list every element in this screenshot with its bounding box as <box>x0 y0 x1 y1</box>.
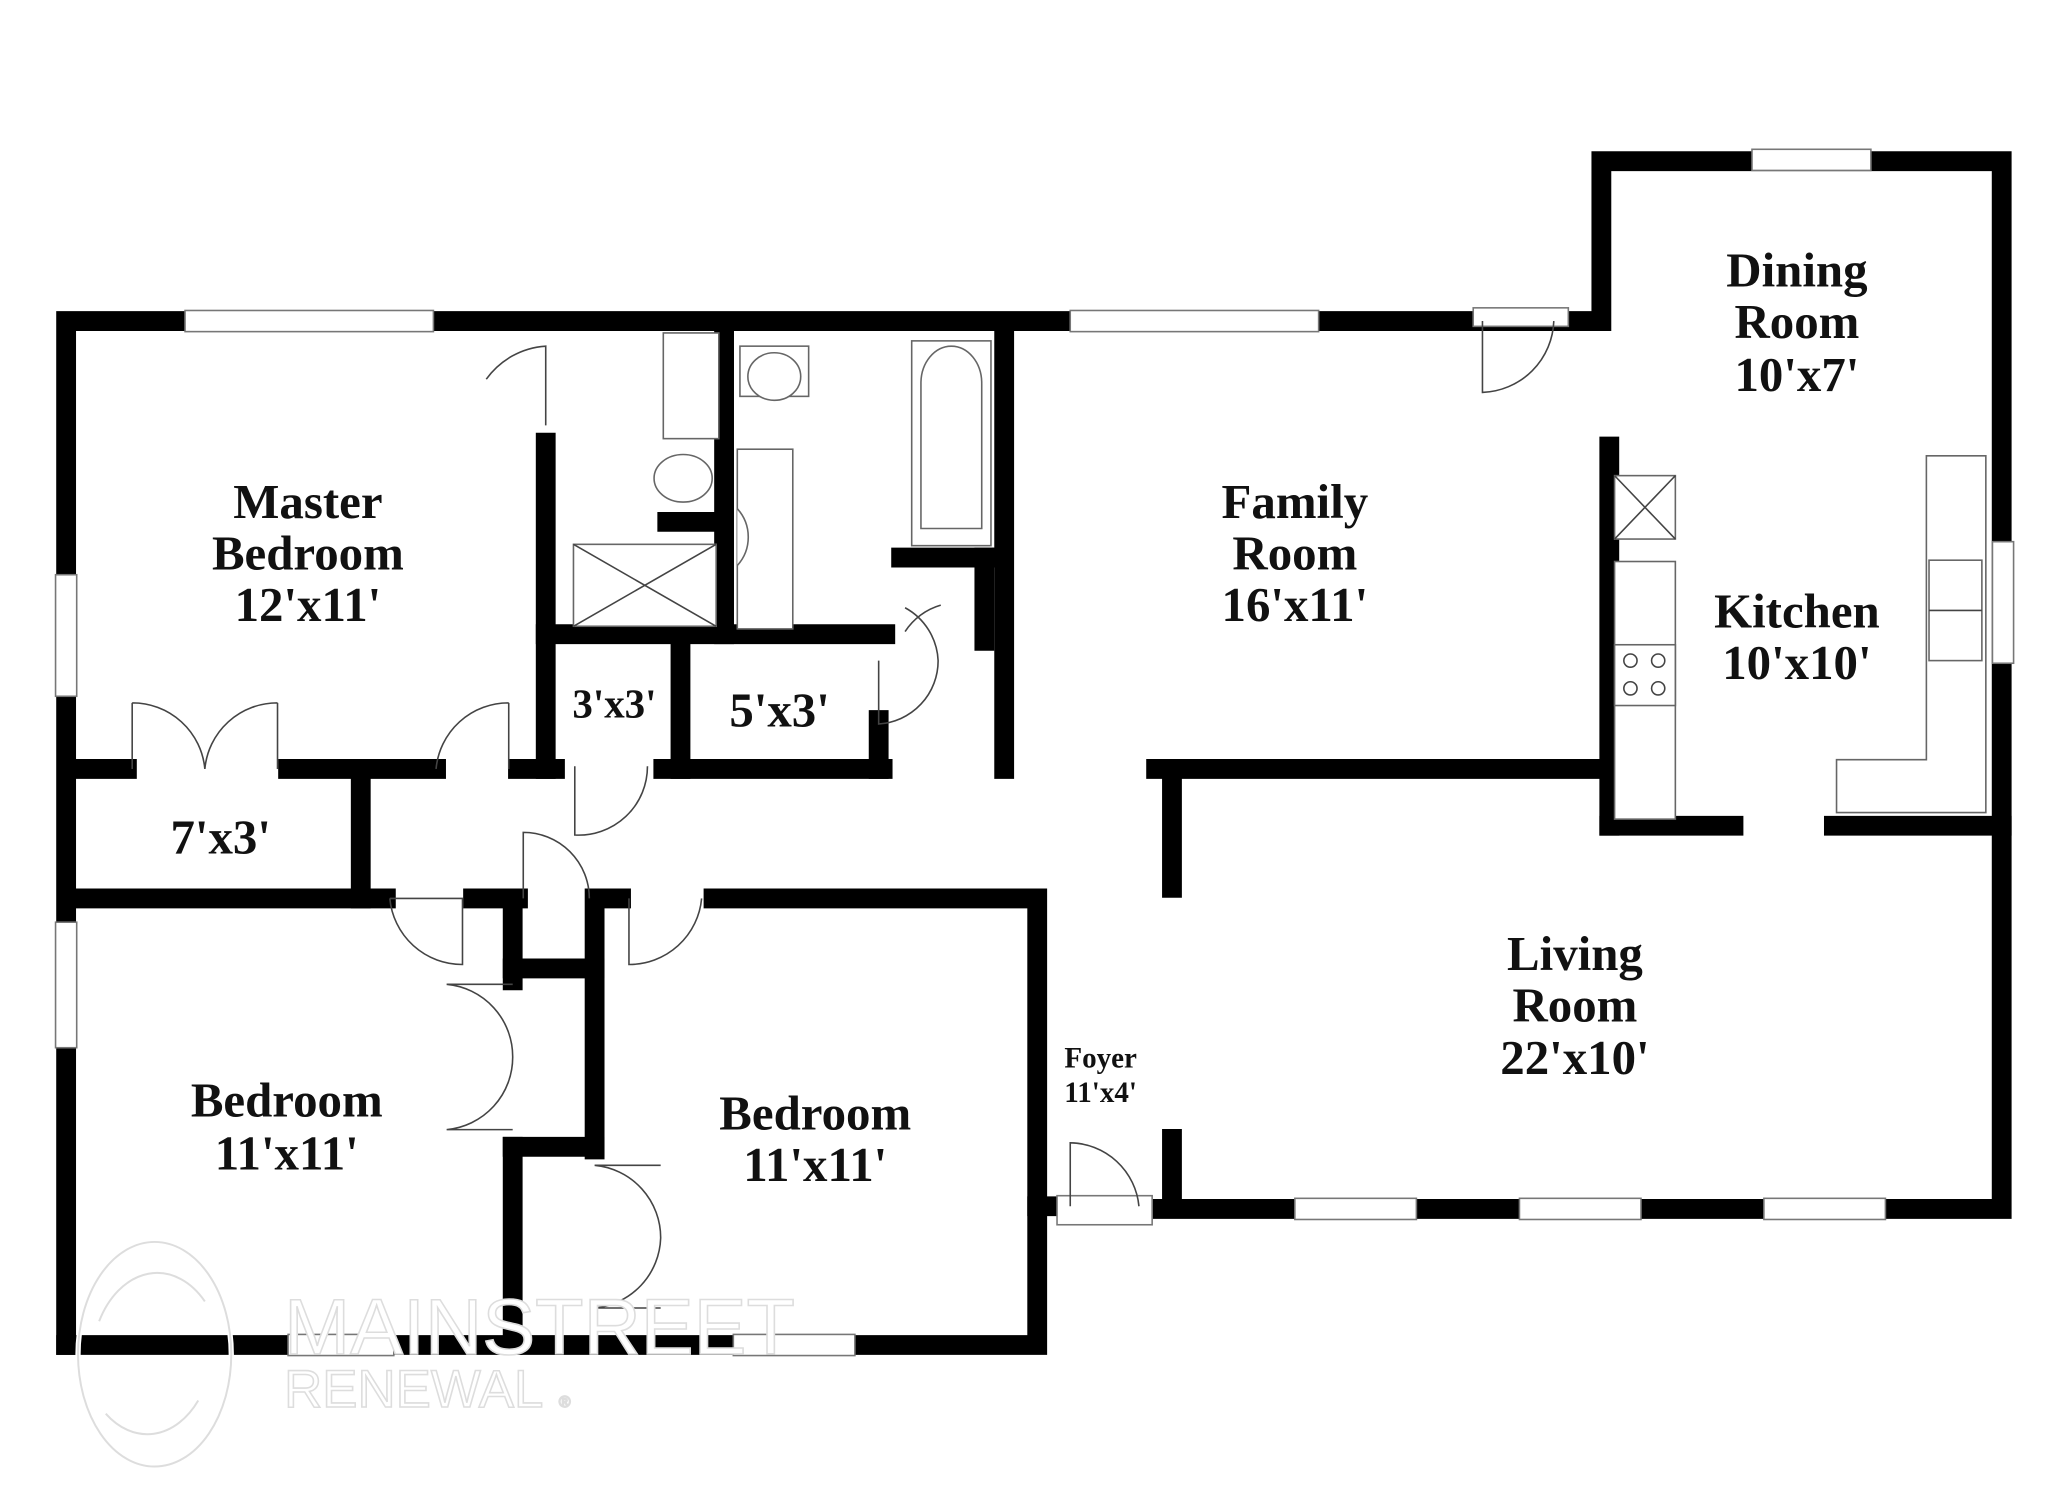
bedroom-1-size: 11'x11' <box>215 1125 359 1180</box>
living-room-name-2: Room <box>1512 977 1637 1032</box>
watermark-registered-mark: ® <box>559 1394 571 1411</box>
living-room-name-1: Living <box>1507 926 1643 981</box>
dining-room-name-2: Room <box>1734 294 1859 349</box>
closet-hall-size: 5'x3' <box>729 683 829 738</box>
master-bedroom-size: 12'x11' <box>235 577 382 632</box>
walls <box>56 151 2012 1355</box>
foyer-name: Foyer <box>1064 1043 1137 1075</box>
windows <box>54 148 2015 1357</box>
room-labels: Master Bedroom 12'x11' Family Room 16'x1… <box>170 243 1879 1192</box>
stove-icon <box>1613 643 1677 707</box>
counter-right <box>1835 455 1987 814</box>
watermark-line-1: MAINSTREET <box>284 1282 795 1371</box>
family-room-name-2: Room <box>1232 525 1357 580</box>
toilet-icon <box>653 453 713 503</box>
master-bedroom-name-1: Master <box>233 474 382 529</box>
kitchen-size: 10'x10' <box>1722 635 1871 690</box>
dining-room-name-1: Dining <box>1726 243 1867 298</box>
bedroom-1-name: Bedroom <box>191 1072 383 1127</box>
closet-master-size: 7'x3' <box>170 809 270 864</box>
living-room-size: 22'x10' <box>1500 1030 1649 1085</box>
family-room-size: 16'x11' <box>1222 577 1369 632</box>
closet-small-size: 3'x3' <box>572 681 656 726</box>
dining-room-size: 10'x7' <box>1734 347 1859 402</box>
master-bedroom-name-2: Bedroom <box>212 525 404 580</box>
mainstreet-logo-icon <box>75 1239 234 1470</box>
doors <box>131 321 1555 1309</box>
toilet-tank <box>662 332 720 440</box>
bedroom-2-size: 11'x11' <box>743 1137 887 1192</box>
watermark-line-2: RENEWAL <box>284 1360 543 1419</box>
foyer-size: 11'x4' <box>1064 1077 1137 1109</box>
family-room-name-1: Family <box>1222 474 1369 529</box>
fixtures <box>572 332 1987 820</box>
bedroom-2-name: Bedroom <box>719 1086 911 1141</box>
watermark: MAINSTREET RENEWAL ® <box>75 1239 796 1470</box>
kitchen-name: Kitchen <box>1714 584 1880 639</box>
